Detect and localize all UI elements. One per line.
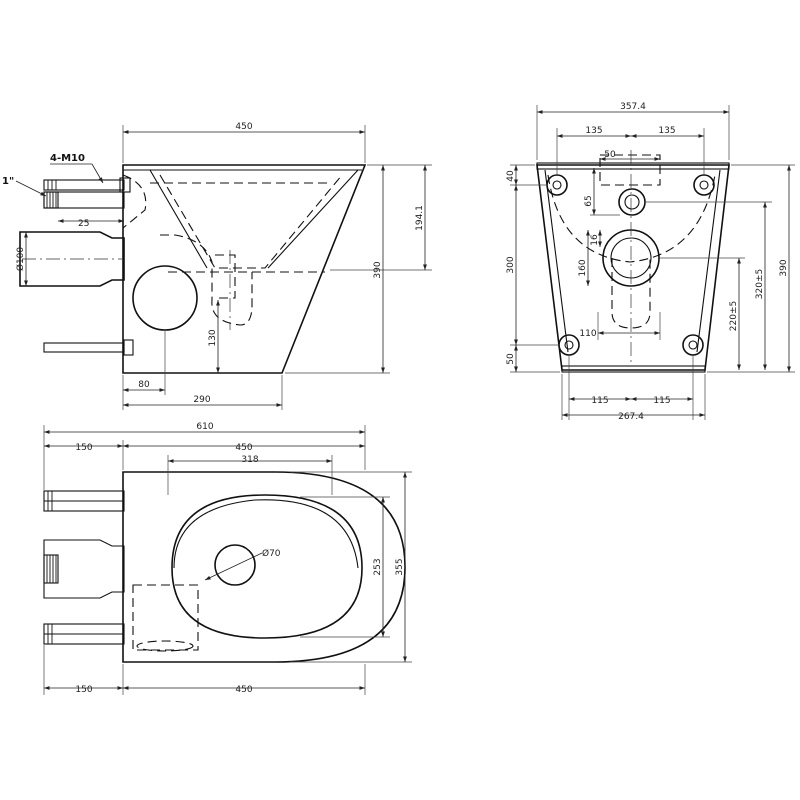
plan-dim-rear-left-label: 150 xyxy=(75,443,92,453)
rear-bolt-top-left xyxy=(546,174,568,196)
side-bowl-inner xyxy=(149,169,359,269)
side-dim-bottom-width-label: 290 xyxy=(193,395,210,405)
side-dim-base-offset-label: 80 xyxy=(138,380,150,390)
rear-dim-bottom-offset-label: 50 xyxy=(506,353,516,365)
plan-trap-hidden xyxy=(132,584,199,651)
rear-dim-outlet-width-label: 110 xyxy=(579,329,596,339)
plan-dim-bowl-width-bottom-label: 450 xyxy=(235,685,252,695)
side-bolt-bottom xyxy=(43,339,134,356)
rear-bowl-hidden xyxy=(547,174,716,263)
rear-dim-inlet-width-label: 50 xyxy=(604,150,616,160)
plan-trap-bottom xyxy=(136,640,194,652)
rear-dim-outlet-ctr-low-label: 220±5 xyxy=(729,301,739,331)
plan-dim-bowl-width-label: 450 xyxy=(235,443,252,453)
side-dim-spigot-label: 25 xyxy=(78,219,89,229)
side-dim-top-width-label: 450 xyxy=(235,122,252,132)
rear-dim-bolt-spacing-label: 300 xyxy=(506,256,516,273)
rear-bolt-bottom-right xyxy=(682,334,704,356)
side-trap-hidden xyxy=(215,254,236,299)
rear-dim-half-left-label: 135 xyxy=(585,126,602,136)
side-outlet-circle xyxy=(132,265,198,331)
rear-dim-height-label: 390 xyxy=(779,259,789,276)
rear-inlet-hidden xyxy=(599,154,661,186)
side-dim-height-label: 390 xyxy=(373,261,383,278)
rear-trap-hidden xyxy=(611,258,651,329)
plan-view: 610 150 450 318 253 355 Ø70 150 450 xyxy=(43,422,412,695)
side-bolts-callout: 4-M10 xyxy=(50,153,85,164)
rear-inner-edge xyxy=(544,169,721,353)
side-dim-outlet-height-label: 130 xyxy=(208,329,218,346)
side-dim-pipe-dia-label: Ø100 xyxy=(15,247,26,272)
plan-bolt-top xyxy=(43,490,125,512)
rear-dim-top-width-label: 357.4 xyxy=(620,102,646,112)
side-view: 450 290 80 194.1 390 130 25 Ø100 4-M10 1… xyxy=(2,122,432,410)
side-body-outline xyxy=(122,164,367,374)
side-outlet-pipe xyxy=(19,231,125,287)
rear-inlet-inner xyxy=(624,194,640,210)
rear-dim-half-right-label: 135 xyxy=(658,126,675,136)
side-inlet-pipe xyxy=(43,191,125,209)
side-inlet-hidden xyxy=(122,174,147,229)
plan-dim-overall-width-label: 610 xyxy=(196,422,213,432)
rear-inlet-outer xyxy=(618,188,646,216)
plan-bolt-bottom xyxy=(43,623,125,645)
rear-dim-outlet-ctr-high-label: 320±5 xyxy=(755,269,765,299)
plan-dim-overall-depth-label: 355 xyxy=(395,558,405,575)
side-bowl-hidden xyxy=(150,174,343,273)
side-siphon-hidden xyxy=(160,234,253,326)
rear-dim-base-half-right-label: 115 xyxy=(653,396,670,406)
plan-pipe-middle xyxy=(43,539,125,599)
side-thread-callout: 1" xyxy=(2,176,14,187)
rear-dim-base-width-label: 267.4 xyxy=(618,412,644,422)
plan-dim-opening-depth-label: 253 xyxy=(373,558,383,575)
rear-dim-top-offset-label: 40 xyxy=(506,170,516,182)
plan-bowl-inner xyxy=(173,499,359,569)
rear-top-plate xyxy=(536,162,730,170)
plan-dim-hole-dia-label: Ø70 xyxy=(262,548,281,559)
rear-dim-inlet-drop-label: 65 xyxy=(584,195,594,206)
rear-bolt-top-right xyxy=(693,174,715,196)
rear-bolt-bottom-left xyxy=(558,334,580,356)
plan-bowl-opening xyxy=(171,494,363,639)
side-bolt-top xyxy=(43,177,131,193)
plan-hole-leader xyxy=(204,552,263,581)
plan-outlet-hole xyxy=(214,544,256,586)
rear-dim-base-half-left-label: 115 xyxy=(591,396,608,406)
rear-view: 357.4 135 135 50 40 65 16 160 110 300 50 xyxy=(506,102,795,422)
plan-dim-opening-width-label: 318 xyxy=(241,455,258,465)
plan-dim-rear-left-bottom-label: 150 xyxy=(75,685,92,695)
rear-dim-outlet-dia-label: 160 xyxy=(578,259,588,276)
rear-dim-inlet-gap-label: 16 xyxy=(590,234,600,246)
rear-base-plate xyxy=(561,365,706,373)
side-dim-depth-label: 194.1 xyxy=(415,205,425,231)
